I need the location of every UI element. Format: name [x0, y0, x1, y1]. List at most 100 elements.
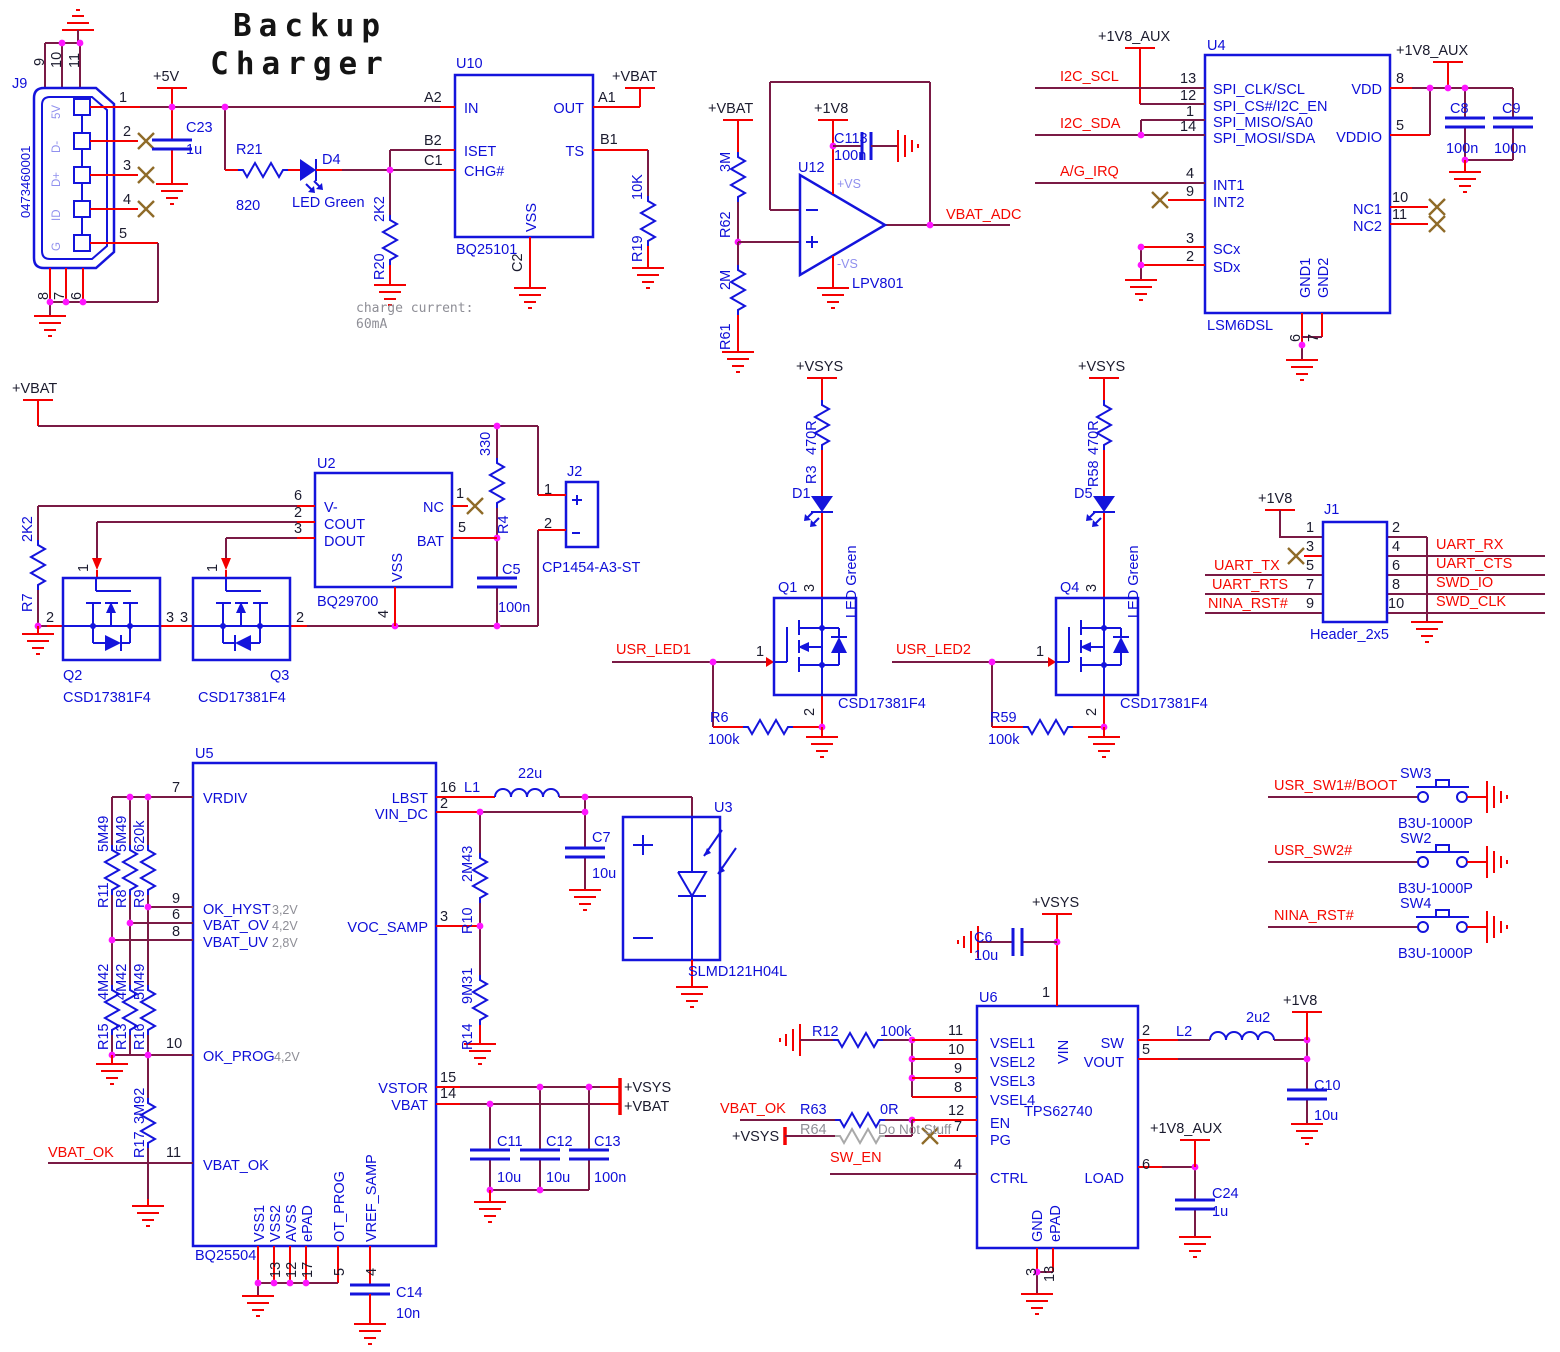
- u2-pin5: 5: [458, 520, 466, 536]
- ground-symbol: [1178, 1236, 1212, 1258]
- q4-refdes: Q4: [1060, 580, 1079, 596]
- r61-refdes: R61: [718, 323, 734, 350]
- c5-value: 100n: [498, 600, 530, 616]
- sw3-refdes: SW3: [1400, 766, 1431, 782]
- net-ag-irq: A/G_IRQ: [1060, 164, 1119, 180]
- j1-pin4: 4: [1392, 539, 1400, 555]
- r12-refdes: R12: [812, 1024, 839, 1040]
- u5-name-vrefsamp: VREF_SAMP: [364, 1154, 380, 1242]
- u5-pin10: 10: [166, 1036, 182, 1052]
- note-charge-2: 60mA: [356, 317, 387, 332]
- u6-pin9: 9: [954, 1061, 962, 1077]
- debug-header-j1: [1205, 509, 1545, 643]
- ic-u5-body: [191, 761, 438, 1248]
- c9-value: 100n: [1494, 141, 1526, 157]
- net-usr-sw1: USR_SW1#/BOOT: [1274, 778, 1397, 794]
- no-connect-icon: [136, 165, 156, 185]
- q1-refdes: Q1: [778, 580, 797, 596]
- c12-refdes: C12: [546, 1134, 573, 1150]
- u10-pin-c2: C2: [510, 253, 526, 272]
- j9-pin3: 3: [123, 158, 131, 174]
- u5-pin13: 13: [268, 1262, 284, 1278]
- ground-symbol: [897, 129, 919, 163]
- u2-pin2: 2: [294, 505, 302, 521]
- net-swd-clk: SWD_CLK: [1436, 594, 1506, 610]
- title-line1: Backup: [233, 8, 387, 44]
- ground-symbol: [33, 315, 67, 337]
- ic-u2-body: [313, 471, 454, 589]
- u4-name-scx: SCx: [1213, 242, 1241, 258]
- u4-pin1: 1: [1186, 104, 1194, 120]
- capacitor-c7: [563, 846, 607, 859]
- r15-value: 4M42: [96, 964, 112, 1000]
- u6-pin7: 7: [954, 1119, 962, 1135]
- l2-refdes: L2: [1176, 1024, 1192, 1040]
- c7-value: 10u: [592, 866, 616, 882]
- u2-part: BQ29700: [317, 594, 378, 610]
- u4-name-vddio: VDDIO: [1336, 130, 1382, 146]
- u5-name-vindc: VIN_DC: [375, 807, 428, 823]
- u2-name-nc: NC: [423, 500, 444, 516]
- u4-name-vdd: VDD: [1351, 82, 1382, 98]
- q4-pin2: 2: [1084, 708, 1100, 716]
- no-connect-icon: [136, 199, 156, 219]
- u6-name-en: EN: [990, 1116, 1010, 1132]
- r11-value: 5M49: [96, 816, 112, 852]
- net-uart-cts: UART_CTS: [1436, 556, 1512, 572]
- c8-refdes: C8: [1450, 101, 1469, 117]
- u4-refdes: U4: [1207, 38, 1226, 54]
- r64-refdes: R64: [800, 1122, 827, 1138]
- r14-value: 9M31: [460, 968, 476, 1004]
- no-connect-icon: [1427, 197, 1447, 217]
- u4-pin5: 5: [1396, 118, 1404, 134]
- r14-refdes: R14: [460, 1023, 476, 1050]
- net-vsys-q4: +VSYS: [1078, 359, 1125, 375]
- u5-name-vss1: VSS1: [252, 1205, 268, 1242]
- ground-symbol: [816, 287, 850, 309]
- q1-pin1: 1: [756, 644, 764, 660]
- j9-pin4: 4: [123, 192, 131, 208]
- c23-refdes: C23: [186, 120, 213, 136]
- u5-val-vbatuv: 2,8V: [272, 936, 298, 950]
- net-vbat-ok-u6: VBAT_OK: [720, 1101, 786, 1117]
- u10-part: BQ25101: [456, 242, 517, 258]
- l2-value: 2u2: [1246, 1010, 1270, 1026]
- u6-pin2: 2: [1142, 1023, 1150, 1039]
- net-vsys-u6: +VSYS: [1032, 895, 1079, 911]
- connector-j2-body: [564, 480, 600, 549]
- no-connect-icon: [1286, 546, 1306, 566]
- u4-name-miso: SPI_MISO/SA0: [1213, 115, 1313, 131]
- q3-part: CSD17381F4: [198, 690, 286, 706]
- u4-pin3: 3: [1186, 231, 1194, 247]
- r58-value: 470R: [1086, 420, 1102, 455]
- resistor-r6: [742, 719, 794, 735]
- u5-pin5: 5: [332, 1268, 348, 1276]
- u4-name-nc1: NC1: [1353, 202, 1382, 218]
- u5-pin16: 16: [440, 780, 456, 796]
- resistor-r21: [237, 162, 289, 178]
- u10-refdes: U10: [456, 56, 483, 72]
- no-connect-icon: [465, 496, 485, 516]
- net-1v8aux-load: +1V8_AUX: [1150, 1121, 1222, 1137]
- u6-name-epad: ePAD: [1048, 1205, 1064, 1242]
- ground-symbol: [675, 986, 709, 1008]
- c5-refdes: C5: [502, 562, 521, 578]
- u5-name-vbatuv: VBAT_UV: [203, 935, 268, 951]
- j9-pinlabel-dm: D-: [51, 141, 63, 153]
- q1-pin2: 2: [802, 708, 818, 716]
- j2-part: CP1454-A3-ST: [542, 560, 640, 576]
- u3-refdes: U3: [714, 800, 733, 816]
- u4-pin9: 9: [1186, 184, 1194, 200]
- u5-pin2: 2: [440, 796, 448, 812]
- r8-refdes: R8: [114, 889, 130, 908]
- q3-refdes: Q3: [270, 668, 289, 684]
- c10-value: 10u: [1314, 1108, 1338, 1124]
- c7-refdes: C7: [592, 830, 611, 846]
- j9-pinlabel-g: G: [51, 242, 63, 251]
- r9-value: 620k: [132, 820, 148, 852]
- u2-name-vss: VSS: [390, 553, 406, 582]
- c11-refdes: C11: [497, 1134, 523, 1150]
- j1-pin1: 1: [1306, 520, 1314, 536]
- u4-part: LSM6DSL: [1207, 318, 1273, 334]
